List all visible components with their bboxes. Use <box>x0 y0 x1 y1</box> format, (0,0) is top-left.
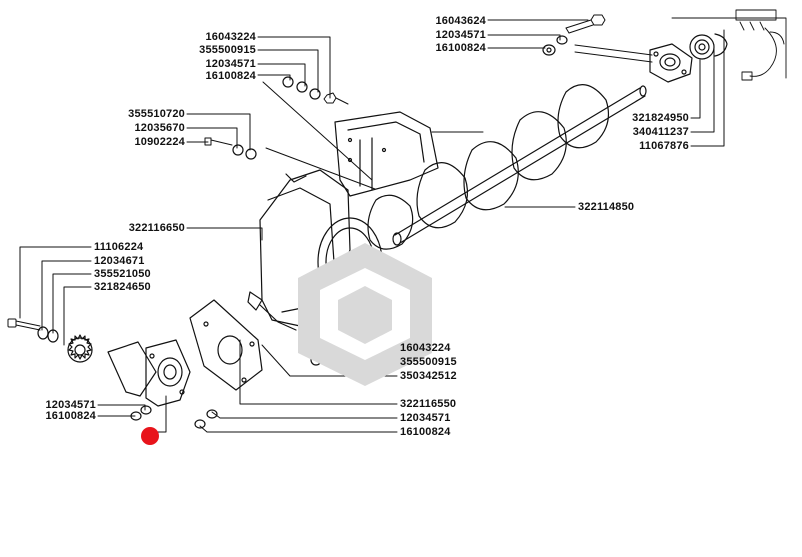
nut-top-center <box>282 76 294 88</box>
bolt-top-right <box>565 14 606 34</box>
label-321824650: 321824650 <box>94 281 151 293</box>
label-355521050: 355521050 <box>94 268 151 280</box>
label-321824950: 321824950 <box>632 112 689 124</box>
drive-sprocket <box>67 334 93 363</box>
washer-lower <box>206 409 218 419</box>
wiring-harness <box>671 9 787 81</box>
watermark-logo <box>298 243 432 386</box>
label-12034671: 12034671 <box>94 255 145 267</box>
bearing-flange <box>649 43 693 83</box>
mounting-plate <box>189 299 263 391</box>
label-355500915-lower: 355500915 <box>400 356 457 368</box>
label-340411237: 340411237 <box>632 126 689 138</box>
label-350342512: 350342512 <box>400 370 457 382</box>
label-10902224: 10902224 <box>134 136 185 148</box>
gearbox <box>107 339 191 407</box>
label-322114850: 322114850 <box>578 201 635 213</box>
washer-top-center-1 <box>296 81 308 93</box>
label-12034571-top-right: 12034571 <box>435 29 486 41</box>
nut-gearbox <box>130 411 142 421</box>
label-11106224: 11106224 <box>94 241 144 253</box>
label-12035670: 12035670 <box>134 122 185 134</box>
label-355500915-top: 355500915 <box>199 44 256 56</box>
label-12034571-left: 12034571 <box>45 399 96 411</box>
label-16100824-lower: 16100824 <box>400 426 451 438</box>
label-12034571-top: 12034571 <box>205 58 256 70</box>
bearing <box>689 34 715 60</box>
label-322116550: 322116550 <box>400 398 457 410</box>
upper-bracket <box>334 111 439 197</box>
washer-left-middle-2 <box>245 148 257 160</box>
label-16100824-top-right: 16100824 <box>435 42 486 54</box>
bolt-left <box>7 318 41 331</box>
label-16043224-top: 16043224 <box>205 31 256 43</box>
label-16043624: 16043624 <box>435 15 486 27</box>
label-16043224-lower: 16043224 <box>400 342 451 354</box>
highlight-marker-dot <box>141 427 159 445</box>
label-11067876: 11067876 <box>639 140 689 152</box>
washer-top-center-2 <box>309 88 321 100</box>
washer-left-1 <box>37 326 49 340</box>
label-322116650: 322116650 <box>128 222 185 234</box>
auger-flights <box>367 84 609 250</box>
label-16100824-top: 16100824 <box>205 70 256 82</box>
nut-top-right <box>542 44 556 56</box>
bolt-top-center <box>323 92 349 105</box>
washer-left-2 <box>47 329 59 343</box>
bolt-left-middle <box>204 137 233 146</box>
nut-lower <box>194 419 206 429</box>
circlip <box>714 33 728 57</box>
washer-top-right <box>556 35 568 45</box>
label-12034571-lower: 12034571 <box>400 412 451 424</box>
leader-lines <box>19 19 725 433</box>
label-355510720: 355510720 <box>128 108 185 120</box>
washer-gearbox <box>140 405 152 415</box>
washer-left-middle-1 <box>232 144 244 156</box>
label-16100824-left: 16100824 <box>45 410 96 422</box>
